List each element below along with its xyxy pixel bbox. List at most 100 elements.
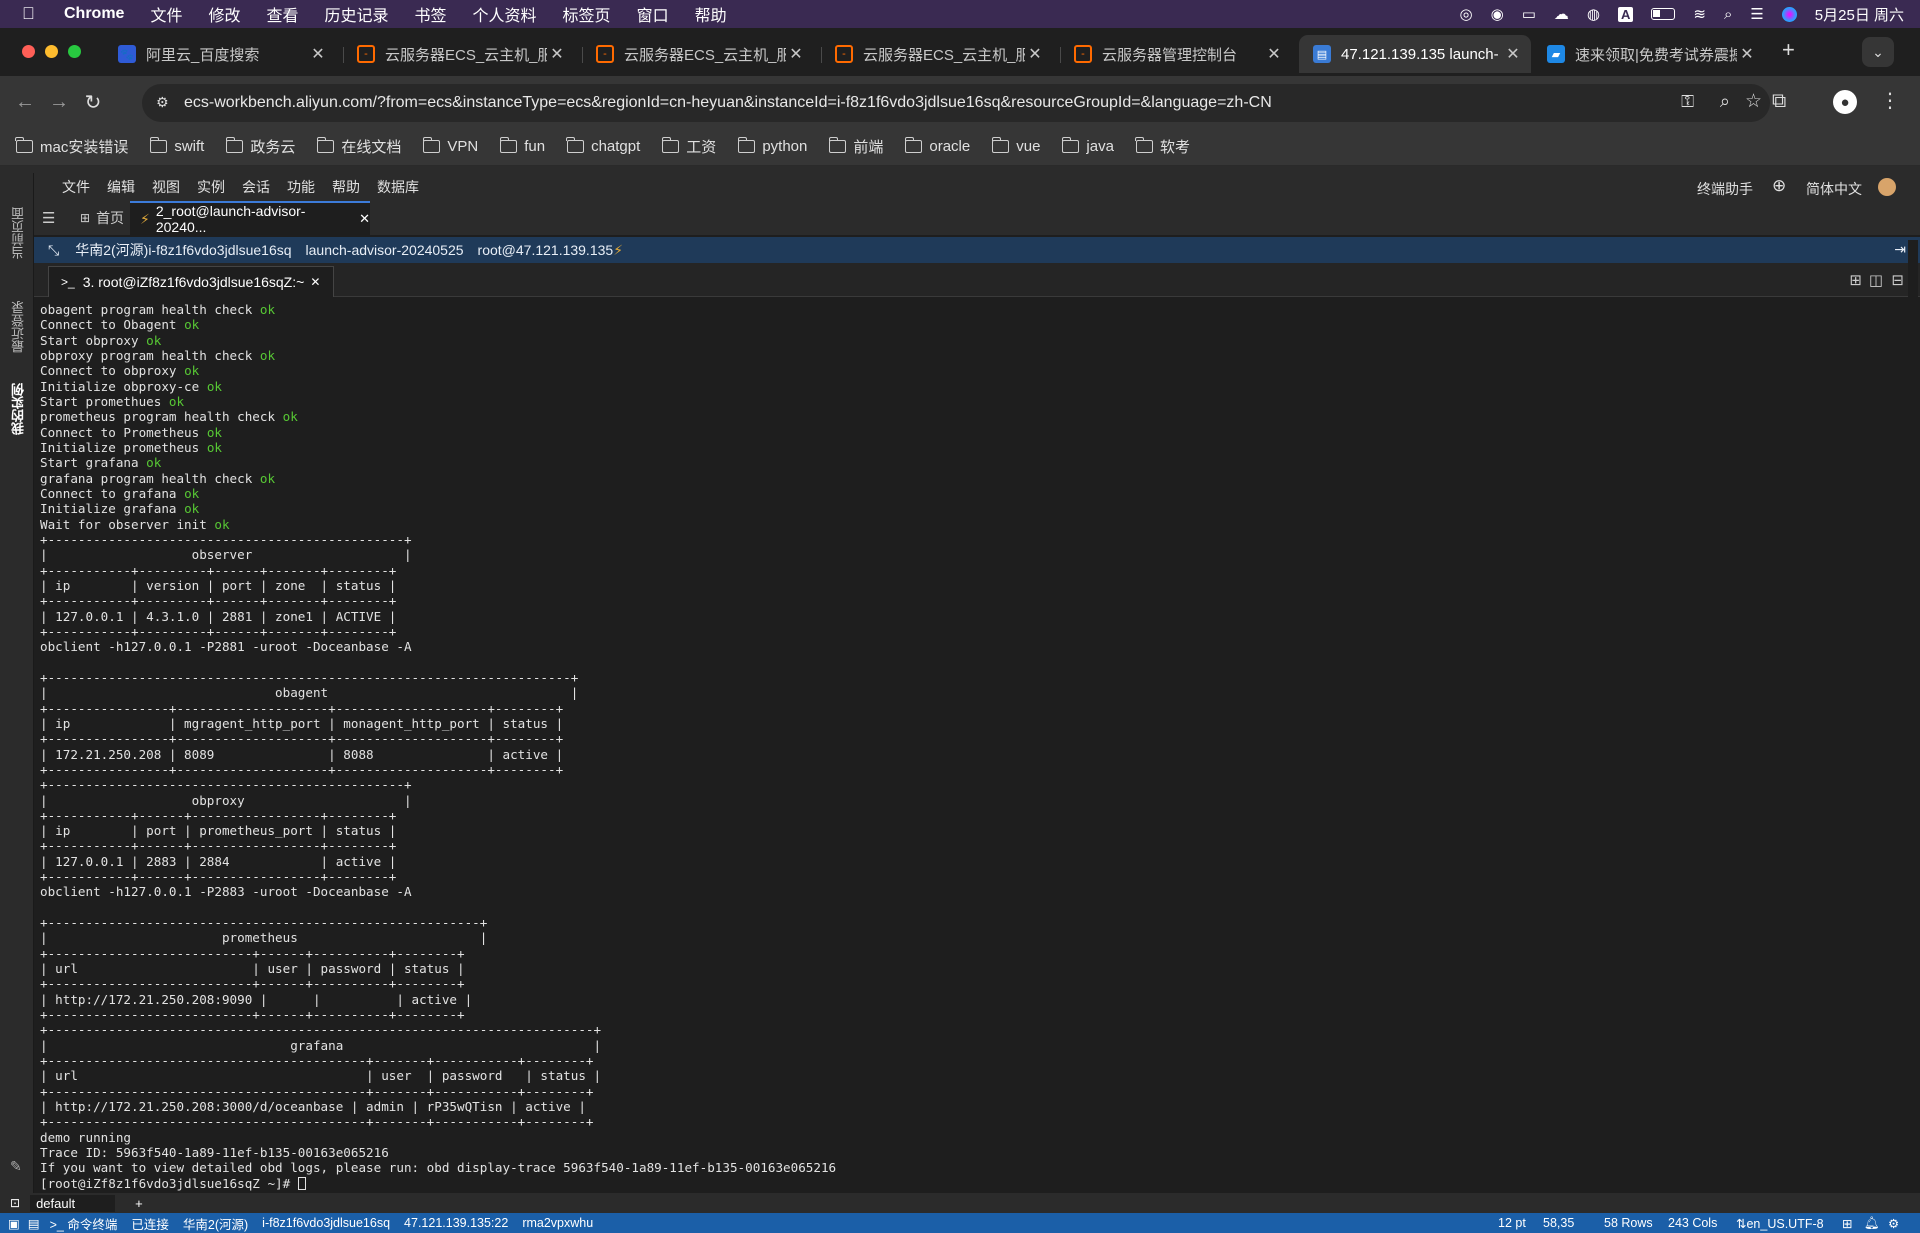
tab-home[interactable]: ⊞ 首页 — [80, 210, 125, 226]
exit-icon[interactable]: ⇥ — [1894, 241, 1906, 257]
wb-menu-database[interactable]: 数据库 — [377, 179, 419, 195]
site-info-icon[interactable]: ⚙ — [156, 94, 169, 110]
add-terminal-icon[interactable]: ⊞ — [1849, 272, 1862, 289]
menu-view[interactable]: 查看 — [266, 8, 299, 25]
browser-tab[interactable]: ▰ 速来领取|免费考试券震撼 ✕ — [1533, 35, 1765, 73]
menu-profiles[interactable]: 个人资料 — [472, 8, 537, 25]
browser-tab-active[interactable]: ▤ 47.121.139.135 launch- ✕ — [1299, 35, 1531, 73]
terminal-tab[interactable]: >_ 3. root@iZf8z1f6vdo3jdlsue16sqZ:~ ✕ — [48, 266, 334, 297]
layout-icon[interactable]: ⊞ — [1842, 1216, 1853, 1231]
add-circle-icon[interactable]: ⊕ — [1772, 176, 1787, 195]
bookmark-folder[interactable]: mac安装错误 — [15, 136, 128, 157]
extensions-icon[interactable]: ⧉ — [1772, 90, 1787, 112]
browser-tab[interactable]: 🐾 阿里云_百度搜索 ✕ — [104, 35, 336, 73]
minimize-window-button[interactable] — [45, 45, 58, 58]
browser-tab[interactable]: - 云服务器管理控制台 ✕ — [1060, 35, 1292, 73]
sidebar-recent-login[interactable]: 最近登录 — [11, 301, 26, 353]
bookmark-folder[interactable]: VPN — [422, 137, 478, 155]
wb-menu-file[interactable]: 文件 — [62, 179, 90, 195]
bookmark-folder[interactable]: vue — [991, 137, 1040, 155]
close-tab-icon[interactable]: ✕ — [359, 211, 370, 226]
close-window-button[interactable] — [22, 45, 35, 58]
bookmark-folder[interactable]: python — [737, 137, 807, 155]
new-tab-button[interactable]: + — [1782, 37, 1795, 62]
address-bar[interactable]: ⚙ ecs-workbench.aliyun.com/?from=ecs&ins… — [142, 84, 1770, 122]
split-vertical-icon[interactable]: ◫ — [1868, 272, 1883, 289]
close-tab-icon[interactable]: ✕ — [310, 275, 321, 289]
bookmark-folder[interactable]: 在线文档 — [316, 136, 401, 157]
settings-icon[interactable]: ⚙ — [1888, 1216, 1900, 1231]
wechat-icon[interactable]: ◉ — [1490, 6, 1504, 23]
bookmark-folder[interactable]: 政务云 — [225, 136, 295, 157]
zoom-icon[interactable]: ⌕ — [1719, 91, 1730, 111]
menu-edit[interactable]: 修改 — [208, 8, 241, 25]
menu-app-chrome[interactable]: Chrome — [64, 5, 125, 22]
forward-icon[interactable]: → — [49, 90, 69, 113]
menu-window[interactable]: 窗口 — [636, 8, 669, 25]
language-select[interactable]: 简体中文 — [1806, 181, 1862, 197]
search-icon[interactable]: ⌕ — [1723, 5, 1733, 23]
bookmark-folder[interactable]: swift — [149, 137, 204, 155]
bookmark-folder[interactable]: fun — [499, 137, 545, 155]
close-tab-icon[interactable]: ✕ — [789, 46, 803, 63]
sidebar-current-page[interactable]: 当前页面 — [11, 207, 26, 259]
bookmark-folder[interactable]: 工资 — [661, 136, 716, 157]
display-icon[interactable]: ▭ — [1521, 6, 1536, 23]
tab-session[interactable]: ⚡ 2_root@launch-advisor-20240... ✕ — [130, 201, 370, 235]
input-method-icon[interactable]: A — [1617, 6, 1634, 22]
close-tab-icon[interactable]: ✕ — [311, 46, 325, 63]
status-encoding[interactable]: ⇅en_US.UTF-8 — [1736, 1216, 1824, 1231]
user-avatar[interactable] — [1878, 178, 1896, 196]
pin-icon[interactable]: ✎ — [10, 1158, 22, 1174]
close-tab-icon[interactable]: ✕ — [1506, 46, 1520, 63]
siri-icon[interactable] — [1781, 6, 1797, 22]
close-tab-icon[interactable]: ✕ — [1267, 46, 1281, 63]
close-tab-icon[interactable]: ✕ — [550, 46, 564, 63]
bookmark-folder[interactable]: 前端 — [828, 136, 883, 157]
terminal-scrollbar[interactable] — [1908, 240, 1918, 1190]
apple-icon[interactable]:  — [22, 4, 44, 24]
bookmark-star-icon[interactable]: ☆ — [1744, 91, 1762, 112]
password-key-icon[interactable]: ⚿ — [1681, 92, 1694, 111]
wb-menu-edit[interactable]: 编辑 — [107, 179, 135, 195]
wb-menu-view[interactable]: 视图 — [152, 179, 180, 195]
wb-menu-feature[interactable]: 功能 — [287, 179, 315, 195]
browser-tab[interactable]: - 云服务器ECS_云主机_服 ✕ — [343, 35, 575, 73]
chrome-menu-icon[interactable]: ⋮ — [1880, 90, 1900, 112]
bookmark-folder[interactable]: chatgpt — [566, 137, 640, 155]
menu-bookmarks[interactable]: 书签 — [414, 8, 447, 25]
browser-tab[interactable]: - 云服务器ECS_云主机_服 ✕ — [821, 35, 1053, 73]
profile-avatar[interactable]: ● — [1833, 90, 1857, 114]
close-tab-icon[interactable]: ✕ — [1740, 46, 1754, 63]
terminal-assistant-button[interactable]: 终端助手 — [1697, 181, 1753, 197]
bell-icon[interactable]: 🔔︎ — [1864, 1215, 1880, 1230]
back-icon[interactable]: ← — [15, 90, 35, 113]
weather-icon[interactable]: ☁ — [1553, 6, 1569, 23]
sidebar-my-instances[interactable]: 我的实例 — [11, 383, 26, 435]
wb-menu-help[interactable]: 帮助 — [332, 179, 360, 195]
reload-icon[interactable]: ↻ — [84, 91, 102, 114]
vpn-icon[interactable]: ◎ — [1459, 6, 1473, 23]
split-horizontal-icon[interactable]: ⊟ — [1891, 272, 1904, 289]
collapse-icon[interactable]: ⤡ — [48, 241, 60, 258]
wifi-icon[interactable]: ≋ — [1693, 6, 1706, 23]
session-default[interactable]: default — [30, 1194, 116, 1212]
wb-menu-instance[interactable]: 实例 — [197, 179, 225, 195]
menubar-clock[interactable]: 5月25日 周六 — [1814, 6, 1904, 24]
browser-tab[interactable]: - 云服务器ECS_云主机_服 ✕ — [582, 35, 814, 73]
menu-tab[interactable]: 标签页 — [562, 8, 611, 25]
battery-icon[interactable] — [1651, 8, 1676, 20]
user-icon[interactable]: ◍ — [1586, 6, 1600, 23]
bookmark-folder[interactable]: 软考 — [1135, 136, 1190, 157]
zoom-window-button[interactable] — [68, 45, 81, 58]
tab-search-button[interactable]: ⌄ — [1862, 37, 1894, 67]
bookmark-folder[interactable]: oracle — [904, 137, 970, 155]
bookmark-folder[interactable]: java — [1061, 137, 1114, 155]
menu-file[interactable]: 文件 — [150, 8, 183, 25]
add-session-button[interactable]: + — [135, 1195, 143, 1211]
outline-toggle-icon[interactable]: ☰ — [42, 210, 56, 227]
control-center-icon[interactable]: ☰ — [1750, 6, 1764, 23]
close-tab-icon[interactable]: ✕ — [1028, 46, 1042, 63]
chat-icon[interactable]: ▣ — [8, 1216, 20, 1231]
